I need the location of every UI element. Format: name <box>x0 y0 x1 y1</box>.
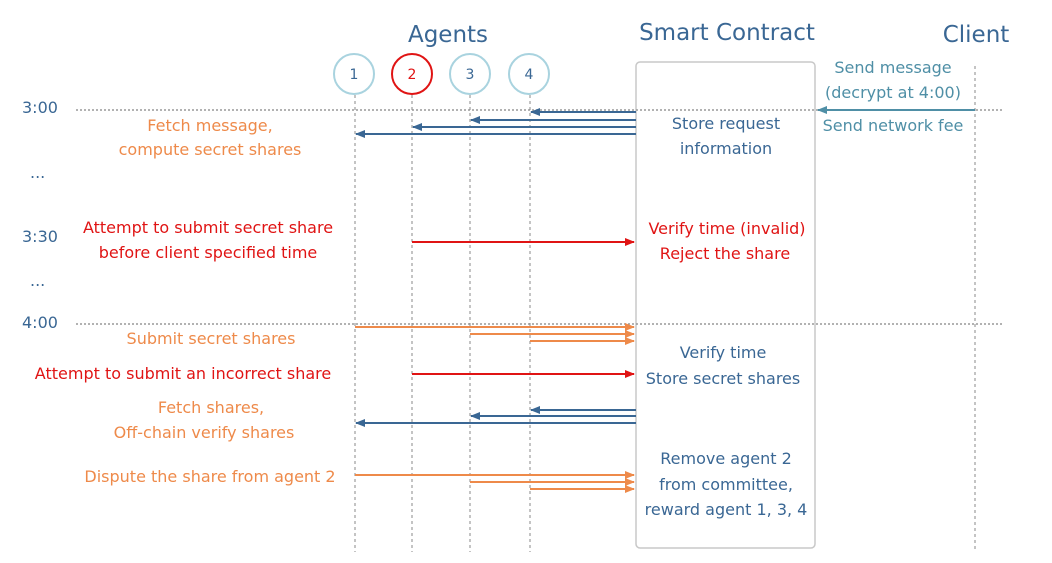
agent-circle-2 <box>391 53 433 95</box>
label-remove-agent: Remove agent 2 <box>660 449 792 468</box>
time-dots-2: ... <box>30 271 45 290</box>
agent-number-2: 2 <box>408 67 417 83</box>
time-300: 3:00 <box>22 98 58 117</box>
agent-circle-1 <box>333 53 375 95</box>
label-reward-agents: reward agent 1, 3, 4 <box>645 500 808 519</box>
label-attempt-early-2: before client specified time <box>99 243 318 262</box>
label-store-request-1: Store request <box>672 114 780 133</box>
label-network-fee: Send network fee <box>823 116 964 135</box>
label-compute-shares: compute secret shares <box>119 140 302 159</box>
agent-circle-3 <box>449 53 491 95</box>
label-store-shares: Store secret shares <box>646 369 800 388</box>
agent-circle-4 <box>508 53 550 95</box>
label-store-request-2: information <box>680 139 772 158</box>
time-400: 4:00 <box>22 313 58 332</box>
contract-header: Smart Contract <box>639 20 815 46</box>
label-offchain-verify: Off-chain verify shares <box>114 423 295 442</box>
label-dispute: Dispute the share from agent 2 <box>84 467 335 486</box>
agents-header: Agents <box>408 22 488 48</box>
agent-number-4: 4 <box>525 67 534 83</box>
label-reject-share: Reject the share <box>660 244 790 263</box>
agent-number-1: 1 <box>350 67 359 83</box>
client-header: Client <box>943 22 1010 48</box>
contract-box <box>635 61 816 549</box>
label-verify-invalid: Verify time (invalid) <box>648 219 805 238</box>
agent-number-3: 3 <box>466 67 475 83</box>
label-attempt-early-1: Attempt to submit secret share <box>83 218 333 237</box>
label-fetch-message: Fetch message, <box>147 116 272 135</box>
label-from-committee: from committee, <box>659 475 793 494</box>
label-send-message: Send message <box>834 58 951 77</box>
label-submit-shares: Submit secret shares <box>127 329 296 348</box>
time-330: 3:30 <box>22 227 58 246</box>
time-dots-1: ... <box>30 163 45 182</box>
label-decrypt-time: (decrypt at 4:00) <box>825 83 961 102</box>
label-attempt-incorrect: Attempt to submit an incorrect share <box>35 364 331 383</box>
label-verify-time: Verify time <box>680 343 767 362</box>
label-fetch-shares: Fetch shares, <box>158 398 264 417</box>
